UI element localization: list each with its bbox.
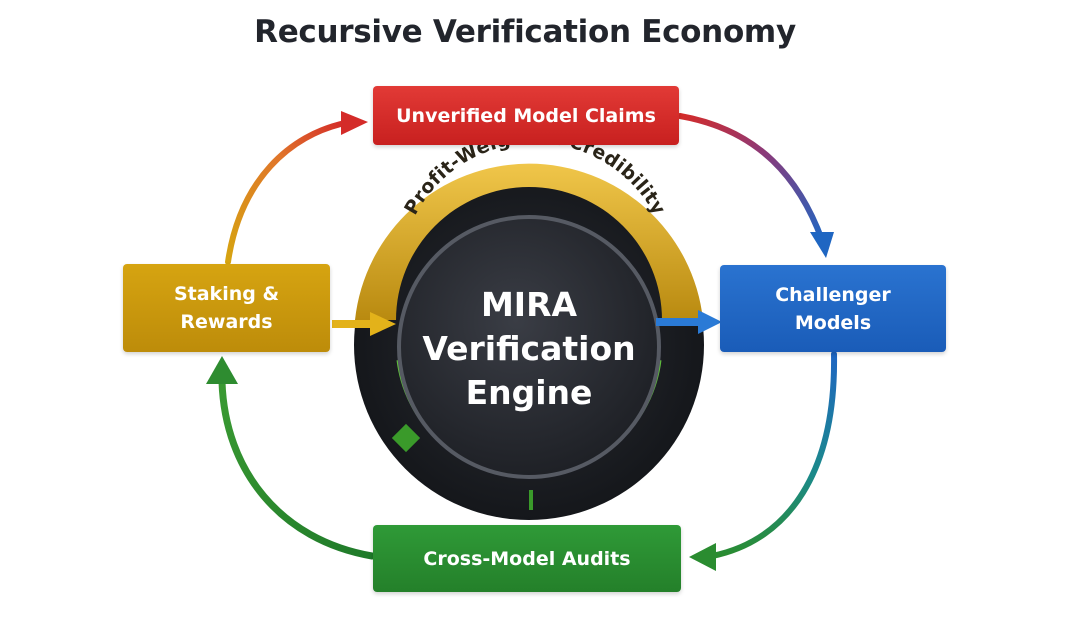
node-challenger-models[interactable]: Challenger Models xyxy=(720,265,946,352)
node-unverified-model-claims[interactable]: Unverified Model Claims xyxy=(373,86,679,145)
arrow-engine-to-challenger xyxy=(656,310,722,334)
node-cross-model-audits[interactable]: Cross-Model Audits xyxy=(373,525,681,592)
connector-left-to-top xyxy=(225,111,368,265)
engine-green-marker xyxy=(391,423,421,453)
arrowhead-staking-engine xyxy=(370,312,396,336)
arrowhead-right-node xyxy=(810,232,834,258)
engine-core xyxy=(397,215,661,479)
connector-top-to-right xyxy=(677,113,834,258)
verification-engine: Profit-Weighted Credibility MIRA Verific… xyxy=(354,126,704,520)
connector-right-to-bottom xyxy=(689,351,838,571)
engine-title-line3: Engine xyxy=(466,373,593,412)
credibility-arc-band xyxy=(355,163,703,320)
arrowhead-top-node xyxy=(341,111,368,135)
arrowhead-engine-challenger xyxy=(698,310,722,334)
connector-bottom-to-left xyxy=(206,356,376,560)
engine-title-line2: Verification xyxy=(422,329,635,368)
arrowhead-left-node xyxy=(206,356,238,384)
node-staking-rewards[interactable]: Staking & Rewards xyxy=(123,264,330,352)
engine-title-line1: MIRA xyxy=(481,285,578,324)
arrowhead-bottom-node xyxy=(689,543,716,571)
diagram-title: Recursive Verification Economy xyxy=(254,14,796,50)
arrow-staking-to-engine xyxy=(332,312,396,336)
